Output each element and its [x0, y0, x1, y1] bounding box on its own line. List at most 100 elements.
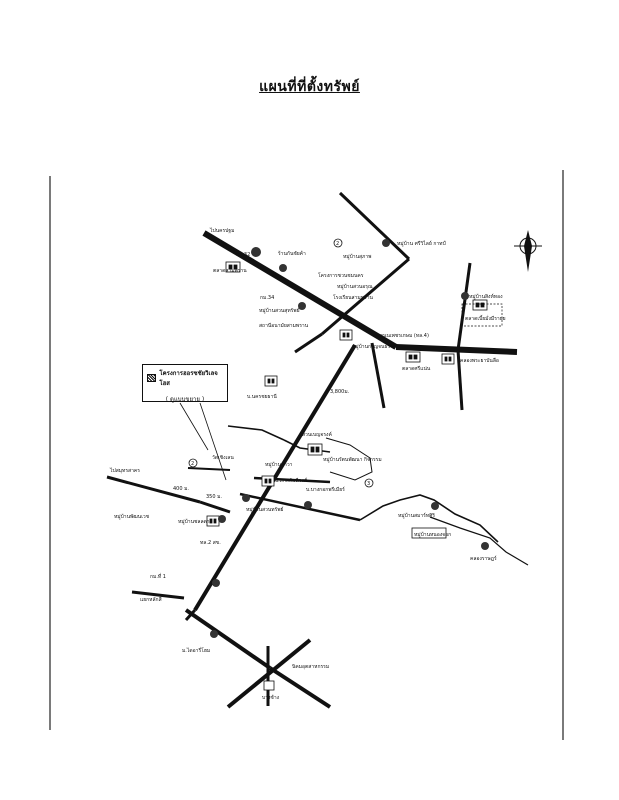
building-icon [263, 680, 275, 691]
canal-box [411, 527, 447, 539]
page-title: แผนที่ที่ตั้งทรัพย์ [259, 79, 360, 95]
label-sriwilai: หมู่บ้าน ศรีวิไลย์ กาทป์ [397, 240, 446, 247]
tree-icon [461, 292, 469, 300]
label-school-2: ม.ไดอารี่โฮม [182, 647, 210, 654]
tree-icon [481, 542, 489, 550]
label-lakhon: หมู่บ้านสิงห์ทอง [469, 293, 503, 300]
label-tho-2: ทล.2 สข. [200, 540, 221, 546]
label-bangkok: บ.บางกอกพรีเมียร์ [306, 486, 345, 493]
label-bypass: ไปนครปฐม [209, 227, 234, 234]
tree-icon [304, 501, 312, 509]
road-diagonal-main [193, 343, 357, 612]
label-village-4: หมู่บ้านสวนทรัพย์ [246, 506, 284, 513]
svg-text:3: 3 [367, 481, 370, 487]
tree-icon [242, 494, 250, 502]
label-km32: กม.32 [236, 252, 250, 258]
label-village-1: หมู่บ้านสุภาพ [343, 253, 371, 260]
label-distance-350: 350 ม. [206, 494, 222, 500]
road-east-north [456, 262, 472, 351]
svg-text:2: 2 [191, 461, 194, 467]
label-project-1: โครงการชวนชมนคร [318, 272, 364, 279]
tree-icon [382, 239, 390, 247]
label-station: สถานีอนามัยสามพราน [259, 322, 309, 329]
tree-icon [210, 630, 218, 638]
tree-icon [431, 502, 439, 510]
label-market: ตลาดเบี้ยมั่งมีรายย [465, 313, 506, 322]
road-east-south [456, 349, 464, 411]
project-swatch-icon [147, 374, 157, 382]
road-cross-b [268, 666, 332, 709]
project-site-box [461, 303, 503, 327]
tree-icon [218, 515, 226, 523]
label-wat-bang-chang: วัดเชิงเลน [212, 454, 234, 461]
building-icon [225, 261, 241, 273]
tree-icon [251, 247, 261, 257]
building-icon [264, 375, 278, 387]
label-to-samutsakhon: ไปสมุทรสาคร [109, 467, 140, 474]
label-school: โรงเรียนสามพราน [333, 294, 373, 301]
road-mid-east-2 [239, 492, 361, 522]
label-distance-3800: 3,800ม. [330, 389, 350, 395]
label-laksi: แยกหลักสี่ [140, 596, 162, 603]
road-west-3 [187, 467, 231, 471]
building-icon [307, 443, 323, 456]
road-south-west [131, 590, 185, 600]
label-canal-2: คลองราษฎร์ [470, 555, 497, 562]
label-distance-400: 400 ม. [173, 486, 189, 492]
label-phetkasem: ถนนเพชรเกษม (ทล.4) [380, 333, 429, 339]
road-ne-3 [294, 332, 323, 354]
svg-text:2: 2 [336, 241, 339, 247]
leader-line-2 [199, 402, 227, 481]
label-village-7: หมู่บ้านสมาร์ทศิริ [398, 512, 435, 519]
label-siriphong: บ.สกลลัมนีวงศ์ [275, 477, 308, 484]
label-shop: ร้านกันชัยค้า [278, 250, 306, 257]
label-km34: กม.34 [260, 295, 274, 301]
label-temple-2: ตลาดศรีแน่น [402, 365, 431, 372]
north-arrow-icon [514, 230, 542, 272]
marker-2-north: 2 [333, 238, 343, 248]
road-east-mid [370, 342, 386, 409]
label-sam-phran: ตลาดสามพราน [213, 268, 247, 274]
building-icon [339, 329, 353, 341]
label-shop-2: บางช้าง [262, 694, 280, 701]
label-village-2: หมู่บ้านสวนสุทรัพย์ [259, 307, 300, 314]
road-west-1 [106, 475, 201, 504]
label-kaewsiri: หมู่บ้านกาญจนธรรม [352, 343, 396, 350]
canal-east [359, 494, 499, 543]
tree-icon [279, 264, 287, 272]
label-nongchok: หมู่บ้านหนองจอก [414, 531, 451, 538]
legend-box: โครงการฮอรซชัยวิเลจโฮส ( ดูแบบขยาย ) [142, 364, 228, 403]
label-kilo: กม.ที่ 1 [150, 573, 166, 580]
building-icon [441, 353, 455, 365]
building-icon [472, 299, 488, 311]
label-canal: คลองพระยาบันลือ [460, 357, 499, 364]
label-banlao: หมู่บ้านลาวา [265, 461, 293, 468]
legend-project-label: โครงการฮอรซชัยวิเลจโฮส [159, 370, 218, 387]
highway-main-east [395, 344, 518, 355]
leader-line-1 [179, 402, 209, 451]
road-west-2 [199, 500, 231, 514]
highway-main-west [202, 230, 398, 350]
label-village-3: หมู่บ้านสวนอรุณ [337, 283, 373, 290]
road-south-diag [184, 608, 272, 670]
road-mid-1 [227, 425, 285, 441]
label-village-6: หมู่บ้านชลลดา [178, 518, 210, 525]
label-wat-nai: บ.นครชยธานี [247, 393, 277, 400]
label-pensiri: หมู่บ้านรัตนพัฒนา กิจกรรม [323, 456, 382, 463]
road-ne-1 [338, 191, 411, 261]
plot-boundary [325, 437, 373, 481]
canal-east-2 [429, 516, 529, 566]
label-garden: สวนเบญจรงค์ [302, 431, 332, 438]
label-village-8: นิคมอุตสาหกรรม [292, 663, 329, 670]
building-icon [405, 351, 421, 363]
tree-icon [298, 302, 306, 310]
marker-3: 3 [364, 478, 374, 488]
road-ne-2 [321, 257, 410, 336]
tree-icon [212, 579, 220, 587]
legend-note: ( ดูแบบขยาย ) [165, 396, 205, 403]
marker-2-west: 2 [188, 458, 198, 468]
label-village-5: หมู่บ้านพัฒนเวช [114, 513, 150, 520]
building-icon [261, 475, 275, 487]
